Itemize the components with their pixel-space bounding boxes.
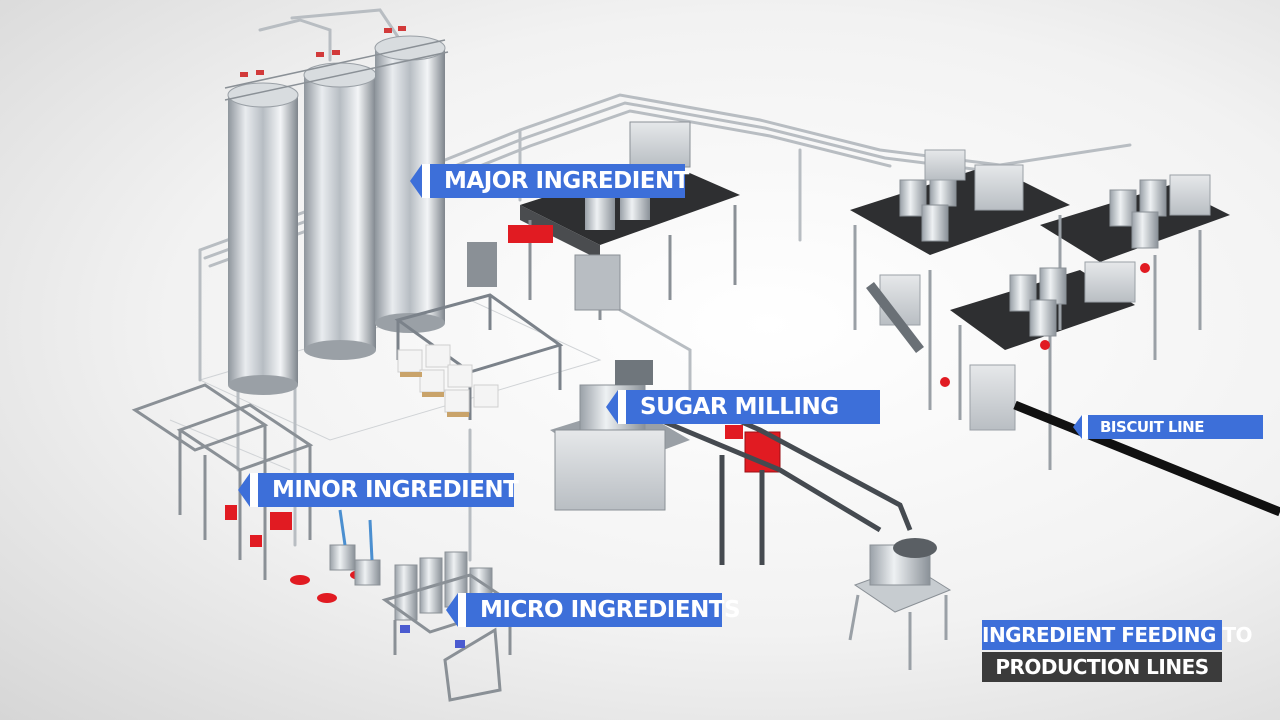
callout-pointer	[606, 390, 618, 424]
callout-major-ingredient: MAJOR INGREDIENT	[410, 164, 689, 198]
big-bag-station	[394, 293, 564, 420]
major-ingredient-platform	[467, 121, 740, 320]
callout-biscuit-line: BISCUIT LINE	[1073, 415, 1263, 439]
callout-label: BISCUIT LINE	[1082, 415, 1263, 439]
legend-line-1: INGREDIENT FEEDING TO	[982, 620, 1253, 650]
biscuit-platforms	[850, 149, 1280, 517]
callout-sugar-milling: SUGAR MILLING	[606, 390, 880, 424]
callout-label: MINOR INGREDIENT	[250, 473, 519, 507]
callout-pointer	[1073, 415, 1082, 439]
title-legend: INGREDIENT FEEDING TO PRODUCTION LINES	[982, 620, 1253, 682]
legend-line-2: PRODUCTION LINES	[982, 652, 1222, 682]
callout-minor-ingredient: MINOR INGREDIENT	[238, 473, 519, 507]
minor-ingredient-station	[131, 383, 381, 603]
callout-micro-ingredients: MICRO INGREDIENTS	[446, 593, 741, 627]
callout-pointer	[410, 164, 422, 198]
silos	[224, 26, 449, 395]
callout-pointer	[238, 473, 250, 507]
callout-label: MAJOR INGREDIENT	[422, 164, 689, 198]
dosing-hopper	[848, 538, 952, 670]
callout-pointer	[446, 593, 458, 627]
callout-label: MICRO INGREDIENTS	[458, 593, 741, 627]
callout-label: SUGAR MILLING	[618, 390, 880, 424]
